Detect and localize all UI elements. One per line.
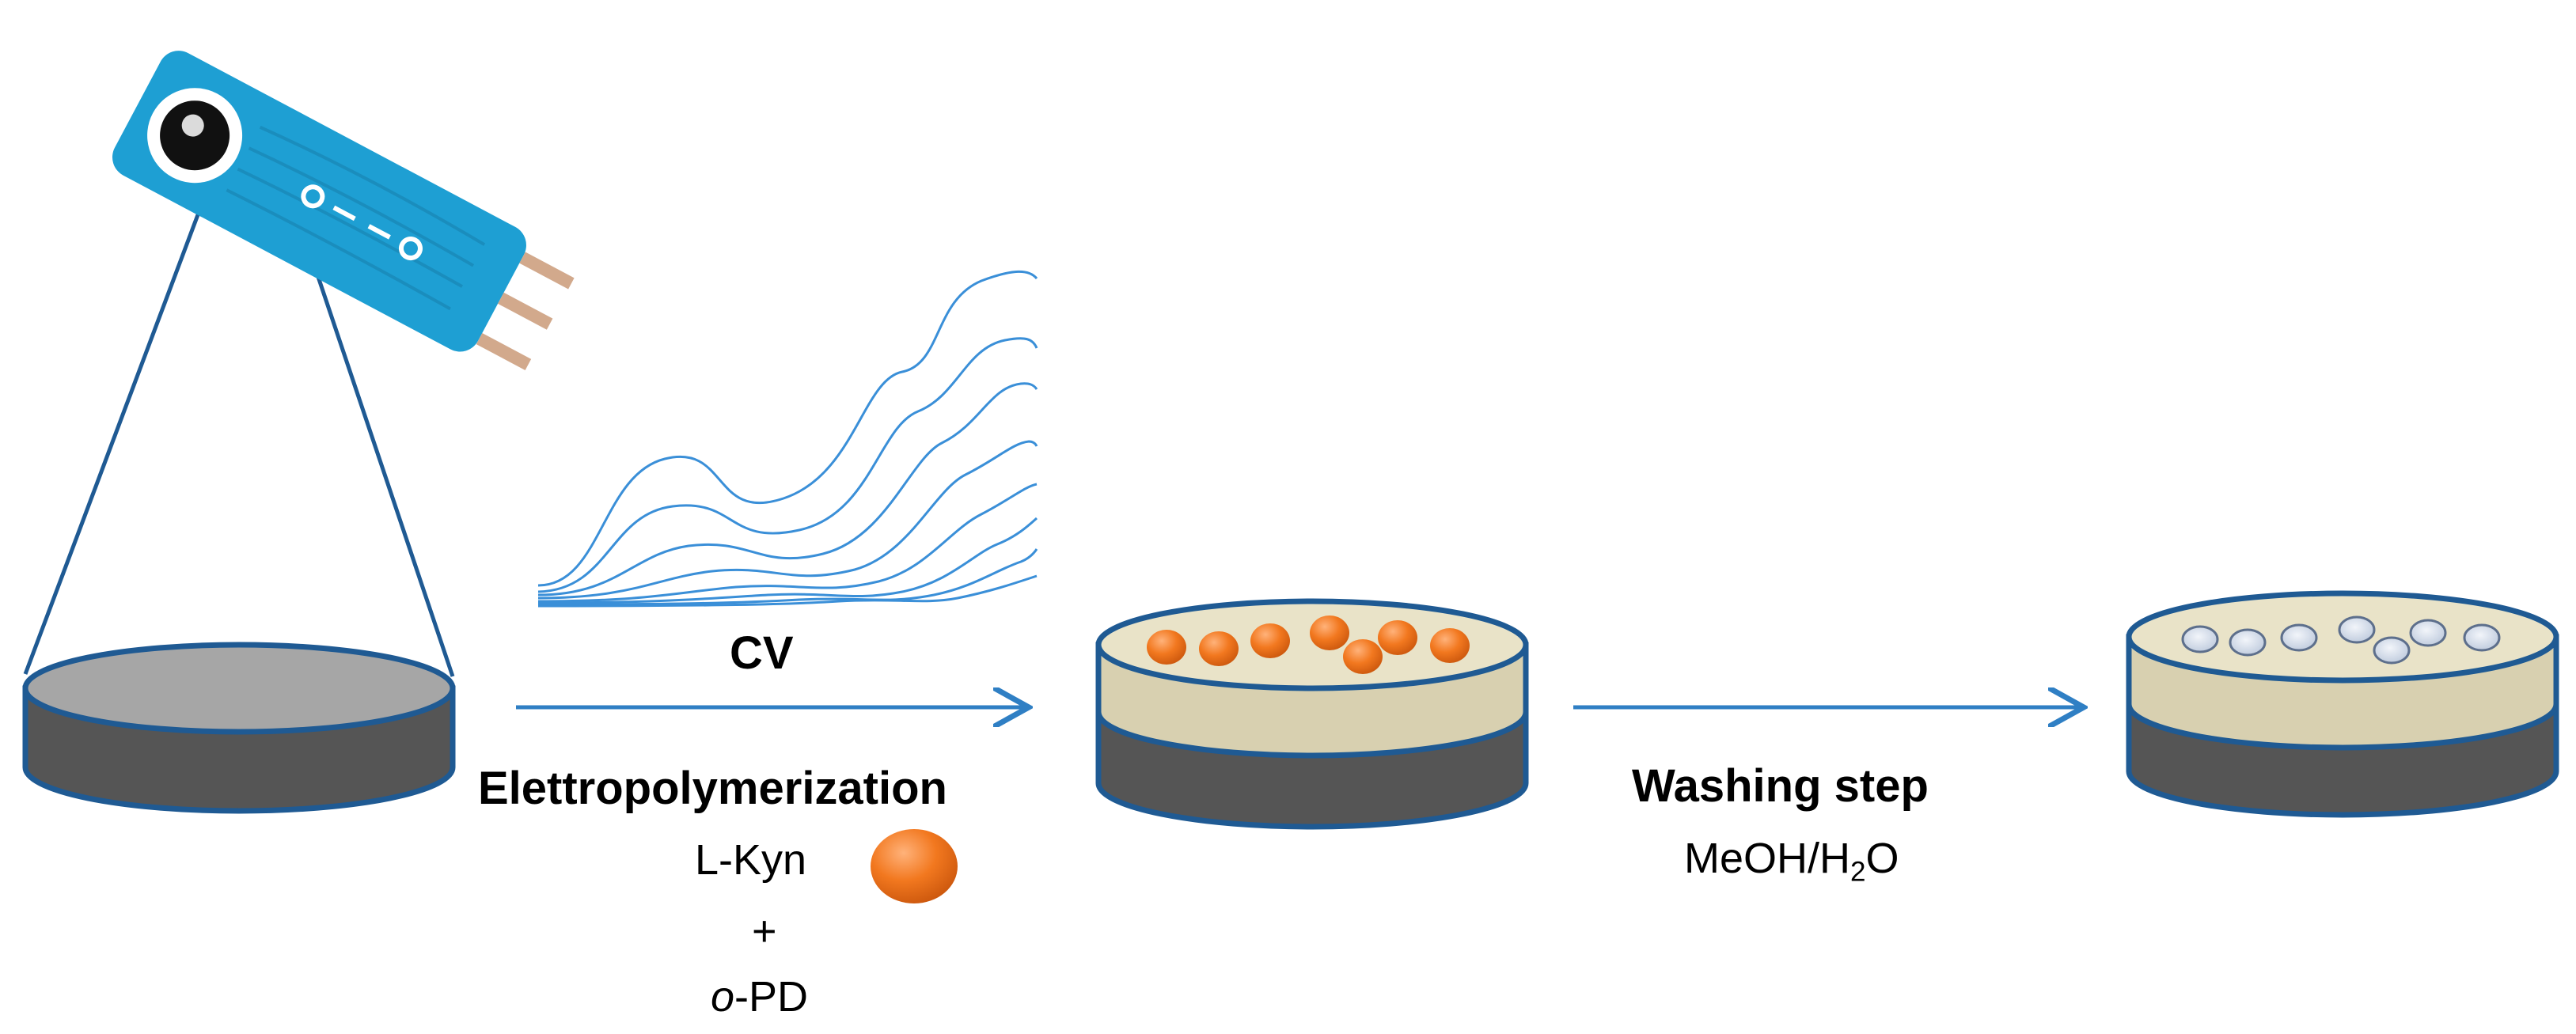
imprinted-cavities <box>2181 615 2501 665</box>
cyclic-voltammogram-icon <box>537 270 1038 608</box>
electrode-disk-icon <box>22 642 456 814</box>
monomer-label: o-PD <box>711 973 809 1021</box>
screen-printed-electrode-icon <box>112 51 575 370</box>
electropolymerization-label: Elettropolymerization <box>478 763 947 814</box>
cv-label: CV <box>730 627 794 679</box>
washing-step-label: Washing step <box>1632 760 1929 812</box>
template-molecules <box>1147 615 1470 674</box>
plus-label: + <box>752 907 777 955</box>
template-label: L-Kyn <box>695 836 807 884</box>
template-molecule-icon <box>871 829 958 903</box>
solvent-label: MeOH/H2O <box>1684 835 1899 888</box>
electrode-disk-icon <box>1095 598 1529 830</box>
